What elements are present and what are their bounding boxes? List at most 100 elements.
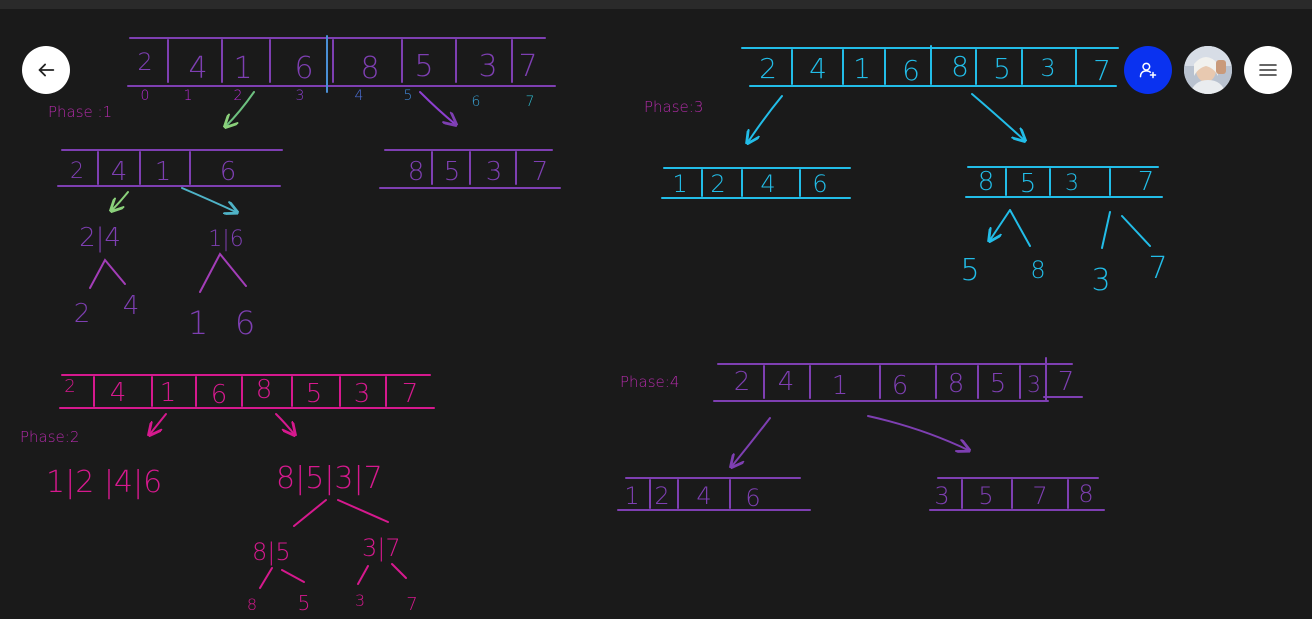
phase2-pair-a: 8|5 bbox=[252, 538, 291, 566]
phase2-leaf-2: 5 bbox=[298, 591, 311, 615]
phase3-right-val-1: 5 bbox=[1020, 169, 1037, 199]
phase3-val-1: 4 bbox=[809, 52, 827, 85]
phase1-val-1: 4 bbox=[188, 51, 207, 86]
phase1-pair-b: 1|6 bbox=[208, 227, 243, 252]
phase1-split-arrow-right bbox=[181, 187, 236, 212]
hamburger-menu-icon bbox=[1259, 63, 1277, 77]
phase4-label: Phase:4 bbox=[620, 373, 679, 391]
phase1-left-val-0: 2 bbox=[70, 159, 84, 184]
phase3-leaf-1: 5 bbox=[960, 253, 979, 288]
phase2-tree-lines bbox=[293, 499, 389, 527]
phase3-val-5: 5 bbox=[993, 52, 1011, 85]
phase1-val-0: 2 bbox=[137, 48, 152, 76]
phase4-val-1: 4 bbox=[778, 367, 795, 397]
menu-button[interactable] bbox=[1244, 46, 1292, 94]
phase1-index-1: 1 bbox=[184, 88, 193, 104]
phase1-index-6: 6 bbox=[472, 94, 481, 110]
phase4-right-grid bbox=[929, 477, 1105, 511]
phase2-leaf-3: 3 bbox=[355, 591, 365, 610]
phase1-index-2: 2 bbox=[234, 88, 243, 104]
phase1-val-2: 1 bbox=[233, 51, 252, 86]
phase1-group bbox=[127, 35, 556, 93]
phase4-left-val-1: 2 bbox=[654, 482, 669, 510]
invite-participant-button[interactable] bbox=[1124, 46, 1172, 94]
phase3-val-0: 2 bbox=[759, 52, 777, 85]
phase2-leaf-1: 8 bbox=[247, 595, 257, 614]
phase1-index-3: 3 bbox=[296, 88, 305, 104]
phase1-right-half bbox=[379, 149, 561, 189]
phase3-right-val-0: 8 bbox=[978, 167, 995, 197]
phase4-arrow-left bbox=[732, 417, 771, 466]
phase4-right-val-2: 7 bbox=[1032, 482, 1047, 510]
phase3-left-grid bbox=[661, 167, 851, 199]
phase1-label: Phase :1 bbox=[48, 103, 112, 121]
phase4-val-5: 5 bbox=[990, 369, 1007, 399]
window-top-strip bbox=[0, 0, 1312, 9]
avatar-portrait-icon bbox=[1184, 46, 1232, 94]
phase1-index-4: 4 bbox=[355, 88, 364, 104]
phase1-val-5: 5 bbox=[414, 49, 433, 84]
phase2-leaf-arrows bbox=[259, 563, 407, 589]
phase1-left-half bbox=[57, 149, 283, 187]
phase1-val-6: 3 bbox=[478, 49, 497, 84]
user-avatar[interactable] bbox=[1184, 46, 1232, 94]
phase4-val-4: 8 bbox=[948, 369, 965, 399]
phase2-val-7: 7 bbox=[402, 379, 419, 409]
phase1-arrow-right bbox=[419, 91, 455, 124]
arrow-left-icon bbox=[35, 59, 57, 81]
phase3-leaf-4: 7 bbox=[1148, 251, 1167, 286]
phase4-right-val-3: 8 bbox=[1078, 480, 1093, 508]
phase1-array-values: 2 4 1 6 8 5 3 7 bbox=[137, 48, 537, 86]
phase3-val-4: 8 bbox=[951, 50, 969, 83]
phase3-val-7: 7 bbox=[1093, 54, 1111, 87]
phase3-tree-b bbox=[1101, 211, 1151, 249]
phase1-right-val-0: 8 bbox=[408, 157, 425, 187]
phase4-left-val-3: 6 bbox=[745, 484, 760, 512]
phase4-arrow-right bbox=[867, 415, 968, 450]
phase2-left-result: 1|2 |4|6 bbox=[46, 465, 162, 500]
phase3-leaf-3: 3 bbox=[1091, 263, 1110, 298]
phase1-leaf-a2: 4 bbox=[123, 291, 140, 321]
back-button[interactable] bbox=[22, 46, 70, 94]
phase4-array-grid bbox=[713, 357, 1083, 402]
phase1-tree-a bbox=[89, 258, 126, 289]
phase1-index-5: 5 bbox=[404, 88, 413, 104]
phase1-tree-b bbox=[199, 252, 247, 293]
phase3-arrow-right bbox=[971, 93, 1024, 140]
phase2-val-3: 6 bbox=[211, 380, 228, 410]
phase3-val-2: 1 bbox=[853, 52, 871, 85]
phase1-leaf-a1: 2 bbox=[74, 299, 91, 329]
phase3-tree-a bbox=[990, 209, 1031, 246]
phase3-val-3: 6 bbox=[902, 54, 920, 87]
phase3-right-val-3: 7 bbox=[1138, 167, 1155, 197]
phase3-array-grid bbox=[741, 45, 1119, 87]
phase1-arrow-left bbox=[226, 91, 255, 126]
phase2-label: Phase:2 bbox=[20, 428, 79, 446]
phase3-left-val-3: 6 bbox=[812, 170, 827, 198]
phase2-array-grid bbox=[59, 374, 435, 409]
phase2-val-4: 8 bbox=[256, 375, 273, 405]
phase1-left-val-2: 1 bbox=[155, 157, 172, 187]
phase1-left-val-1: 4 bbox=[111, 157, 128, 187]
phase2-right-split: 8|5|3|7 bbox=[276, 461, 383, 496]
phase2-val-6: 3 bbox=[354, 379, 371, 409]
phase4-right-val-1: 5 bbox=[978, 482, 993, 510]
phase1-val-3: 6 bbox=[294, 51, 313, 86]
phase4-val-2: 1 bbox=[832, 371, 849, 401]
phase1-right-val-3: 7 bbox=[532, 157, 549, 187]
phase2-leaf-4: 7 bbox=[406, 594, 417, 615]
phase4-val-3: 6 bbox=[892, 371, 909, 401]
phase4-left-grid bbox=[617, 477, 811, 511]
phase3-left-val-1: 2 bbox=[710, 170, 725, 198]
phase3-label: Phase:3 bbox=[644, 98, 703, 116]
phase1-val-4: 8 bbox=[360, 51, 379, 86]
phase4-val-7: 7 bbox=[1058, 367, 1075, 397]
phase1-pair-a: 2|4 bbox=[79, 223, 121, 253]
phase3-left-val-2: 4 bbox=[760, 170, 775, 198]
phase3-val-6: 3 bbox=[1040, 54, 1055, 82]
phase4-val-0: 2 bbox=[734, 367, 751, 397]
phase2-pair-b: 3|7 bbox=[362, 534, 401, 562]
phase1-right-val-2: 3 bbox=[486, 157, 503, 187]
phase1-index-7: 7 bbox=[526, 94, 535, 110]
